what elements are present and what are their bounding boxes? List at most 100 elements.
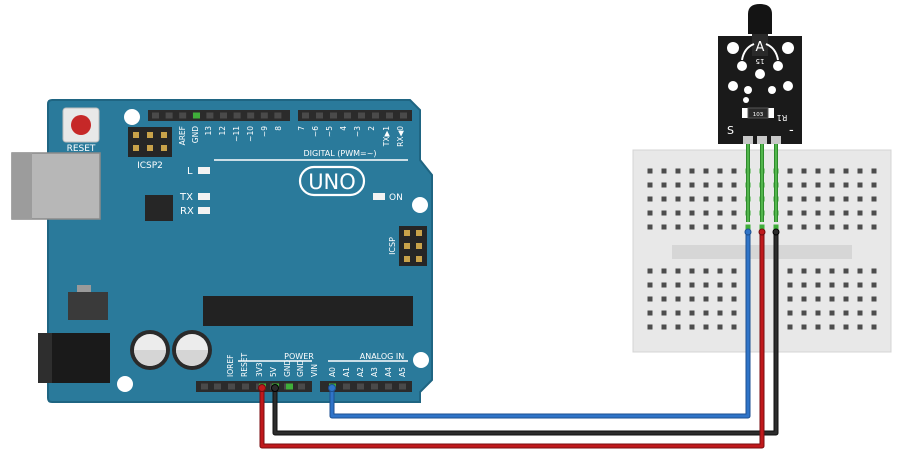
header-hole (206, 112, 214, 119)
breadboard-hole (731, 182, 737, 188)
breadboard-hole (857, 310, 863, 316)
breadboard-hole (661, 182, 667, 188)
uno-logo: UNO (308, 170, 356, 194)
wire-power-core (260, 232, 764, 448)
led-rx-label: RX (180, 206, 194, 217)
reset-button-cap[interactable] (71, 115, 91, 135)
header-hole (201, 383, 208, 390)
header-hole (358, 112, 365, 119)
breadboard-hole (647, 182, 653, 188)
breadboard-hole (647, 168, 653, 174)
power-label: POWER (284, 352, 314, 361)
header-hole (214, 383, 221, 390)
digital-pin-label: 13 (204, 126, 213, 136)
breadboard-hole (843, 168, 849, 174)
breadboard-hole (843, 324, 849, 330)
breadboard-hole (661, 196, 667, 202)
breadboard-hole (773, 224, 779, 230)
breadboard-hole (675, 296, 681, 302)
breadboard-hole (843, 296, 849, 302)
breadboard-hole (689, 296, 695, 302)
wire-end (772, 228, 780, 236)
resistor-pad (742, 108, 748, 118)
sensor-pin (743, 136, 753, 144)
header-hole (298, 383, 305, 390)
breadboard-hole (815, 268, 821, 274)
digital-header-left (148, 110, 290, 121)
bottom-header-holes (201, 383, 406, 390)
breadboard-hole (689, 324, 695, 330)
breadboard-hole (731, 268, 737, 274)
header-hole (165, 112, 173, 119)
header-hole (343, 383, 350, 390)
breadboard-hole (801, 310, 807, 316)
breadboard-hole (787, 310, 793, 316)
breadboard-hole (661, 296, 667, 302)
header-hole (152, 112, 159, 119)
digital-pin-label: ~9 (260, 126, 269, 137)
breadboard-hole (787, 196, 793, 202)
mounting-hole (413, 352, 429, 368)
breadboard-hole (703, 182, 709, 188)
chip-label: A (756, 40, 765, 55)
breadboard-hole (675, 268, 681, 274)
breadboard-hole (675, 310, 681, 316)
capacitor (130, 330, 170, 370)
power-pin-label: 3V3 (255, 362, 264, 377)
temperature-sensor-module: A 15 103 R1 S - (718, 4, 802, 222)
thermistor-leads (752, 34, 768, 56)
led-tx (198, 193, 210, 200)
header-hole (179, 112, 187, 119)
breadboard-hole (703, 268, 709, 274)
breadboard-hole (661, 210, 667, 216)
breadboard-hole (647, 310, 653, 316)
breadboard-hole (689, 182, 695, 188)
sensor-pin (771, 136, 781, 144)
wire-end (744, 228, 752, 236)
breadboard-hole (829, 282, 835, 288)
breadboard-hole (731, 310, 737, 316)
breadboard-hole (843, 182, 849, 188)
breadboard-hole (717, 310, 723, 316)
header-hole (316, 112, 323, 119)
header-hole (242, 383, 249, 390)
header-hole (274, 112, 282, 119)
breadboard-hole (843, 210, 849, 216)
breadboard-hole (801, 324, 807, 330)
icsp2-header (128, 127, 172, 157)
wires (258, 228, 780, 449)
breadboard-hole (703, 282, 709, 288)
power-pin-label: IOREF (226, 355, 235, 377)
header-hole (220, 112, 227, 119)
breadboard-hole (801, 168, 807, 174)
breadboard-hole (815, 196, 821, 202)
analog-label: ANALOG IN (360, 352, 405, 361)
breadboard-hole (731, 324, 737, 330)
breadboard-hole (829, 324, 835, 330)
header-hole (344, 112, 351, 119)
breadboard-hole (829, 168, 835, 174)
digital-header-holes (152, 112, 407, 119)
breadboard-hole (647, 224, 653, 230)
breadboard-hole (703, 324, 709, 330)
usb-connector-face (12, 153, 32, 219)
pcb-pad (744, 86, 752, 94)
breadboard-hole (731, 196, 737, 202)
wire-ground-core (273, 232, 778, 435)
led-l (198, 167, 210, 174)
led-on-label: ON (389, 193, 403, 203)
breadboard-hole (787, 224, 793, 230)
breadboard-hole (871, 324, 877, 330)
header-hole (260, 112, 268, 119)
breadboard-hole (689, 310, 695, 316)
breadboard-hole (717, 268, 723, 274)
gnd-pin-indicator (193, 112, 200, 119)
digital-pin-label: RX◀0 (396, 126, 405, 147)
digital-pin-label: 2 (367, 126, 376, 131)
breadboard-hole (661, 168, 667, 174)
breadboard-hole (815, 310, 821, 316)
breadboard-hole (801, 224, 807, 230)
breadboard-hole (717, 182, 723, 188)
